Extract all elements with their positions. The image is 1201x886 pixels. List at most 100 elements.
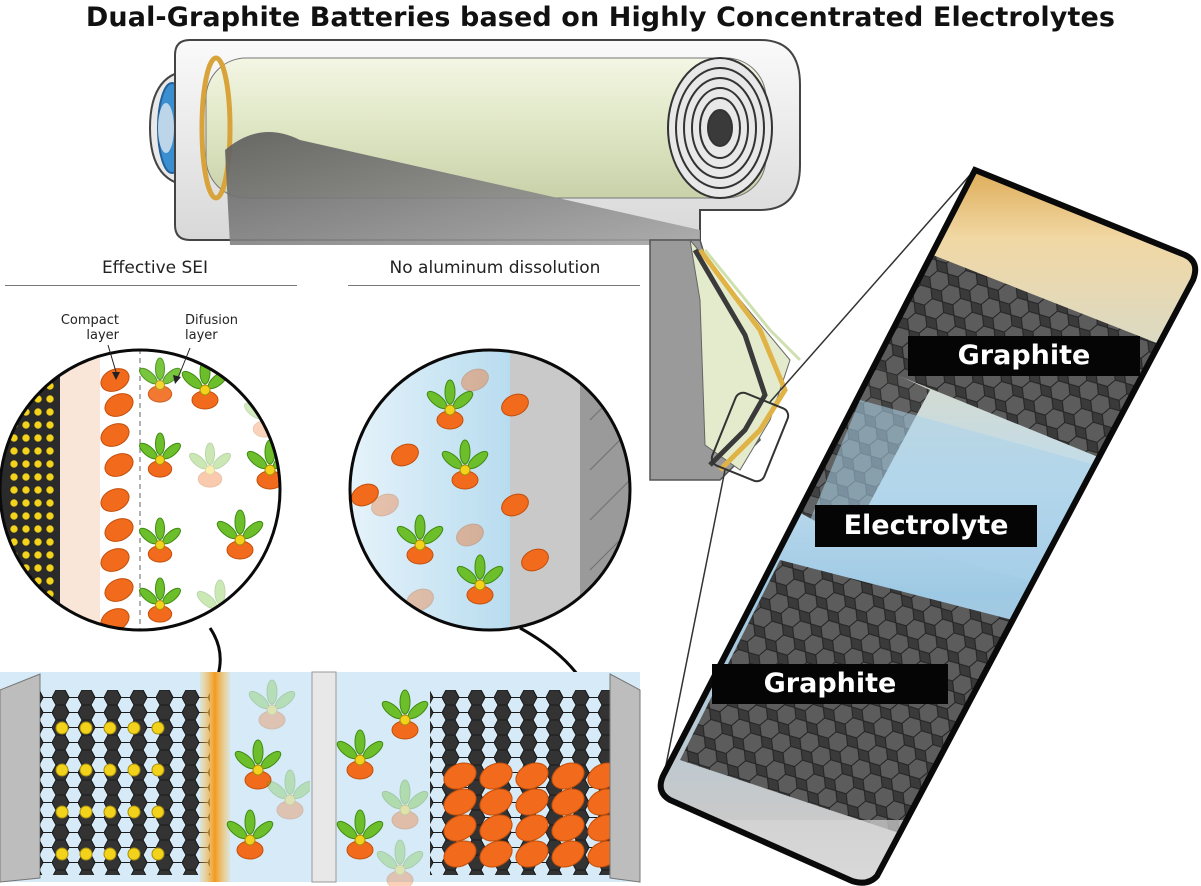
lithium-ion-dot [34,486,42,494]
graphite-label-top: Graphite [908,336,1140,376]
solvated-cation-molecule [376,839,424,886]
lithium-ion-dot [22,382,30,390]
anion-molecule [501,393,529,417]
lithium-ion-dot [10,629,18,630]
lithium-ion-dot [46,629,54,630]
lithium-ion-dot [22,421,30,429]
solvated-cation-molecule [336,809,384,860]
diffusion-layer-label: Difusion layer [185,313,239,343]
sei-zoom-circle [0,344,282,690]
anion-molecule [515,840,549,868]
jellyroll-spiral [667,57,773,199]
lithium-ion-dot [22,473,30,481]
sei-layer-band [200,672,230,882]
intercalated-ion [127,847,141,861]
intercalated-ion [79,847,93,861]
anion-molecule [551,814,585,842]
lithium-ion-dot [34,525,42,533]
intercalated-ion [79,721,93,735]
anion-molecule [100,368,130,392]
solvated-cation-molecule [456,554,504,605]
lithium-ion-dot [10,356,18,364]
anion-molecule [551,788,585,816]
anion-molecule [391,443,419,467]
lithium-ion-dot [34,447,42,455]
bottom-cell-left [0,672,314,883]
intercalated-ion [55,847,69,861]
lithium-ion-dot [10,499,18,507]
lithium-ion-dot [34,512,42,520]
lithium-ion-dot [34,369,42,377]
anion-molecule [443,762,477,790]
lithium-ion-dot [10,473,18,481]
lithium-ion-dot [10,512,18,520]
solvated-cation-molecule [226,809,274,860]
solvated-cation-molecule [381,779,429,830]
solvated-cation-molecule [336,729,384,780]
lithium-ion-dot [34,538,42,546]
solvated-cation-molecule [396,514,444,565]
anion-molecule [479,814,513,842]
solvated-cation-molecule [426,379,474,430]
aluminum-current-collector [609,673,641,883]
solvated-cation-molecule [248,679,296,730]
anion-molecule [461,368,489,392]
lithium-ion-dot [22,590,30,598]
lithium-ion-dot [46,499,54,507]
lithium-ion-dot [34,460,42,468]
zoom-panel-frame [657,166,1199,886]
lithium-ion-dot [46,525,54,533]
lithium-ion-dot [34,408,42,416]
lithium-ion-dot [10,590,18,598]
intercalated-ion [55,721,69,735]
lithium-ion-dot [46,369,54,377]
lithium-ion-dot [34,499,42,507]
lithium-ion-dot [22,447,30,455]
solvated-cation-molecule [216,509,264,560]
lithium-ion-dot [22,356,30,364]
anion-molecule [515,814,549,842]
battery-cylinder [148,39,801,245]
intercalated-ion [55,763,69,777]
intercalated-ion [103,721,117,735]
lithium-ion-dot [46,408,54,416]
lithium-ion-dot [22,369,30,377]
anion-molecule [551,840,585,868]
intercalated-ion [55,805,69,819]
lithium-ion-dot [46,447,54,455]
intercalated-ion [79,763,93,777]
lithium-ion-dot [46,512,54,520]
graphite-anode [40,690,210,875]
lithium-ion-dot [46,473,54,481]
lithium-ion-dot [46,538,54,546]
lithium-ion-dot [10,577,18,585]
solvated-cation-molecule [189,442,231,488]
lithium-ion-dot [34,616,42,624]
anion-molecule [443,788,477,816]
lithium-ion-dot [34,629,42,630]
lithium-ion-dot [22,512,30,520]
lithium-ion-dot [22,577,30,585]
lithium-ion-dot [10,525,18,533]
intercalated-ion [151,763,165,777]
anion-molecule [515,762,549,790]
anion-molecule [456,523,484,547]
solvated-cation-molecule [139,357,181,403]
anion-molecule [551,762,585,790]
lithium-ion-dot [46,460,54,468]
intercalated-ion [103,805,117,819]
heading-effective-sei: Effective SEI [101,258,209,278]
lithium-ion-dot [46,577,54,585]
lithium-ion-dot [46,421,54,429]
lithium-ion-dot [10,447,18,455]
lithium-ion-dot [10,564,18,572]
lithium-ion-dot [22,486,30,494]
intercalated-ion [103,847,117,861]
lithium-ion-dot [22,499,30,507]
lithium-ion-dot [22,460,30,468]
solvated-cation-molecule [139,432,181,478]
anion-molecule [104,393,134,417]
lithium-ion-dot [10,395,18,403]
anion-molecule [104,453,134,477]
